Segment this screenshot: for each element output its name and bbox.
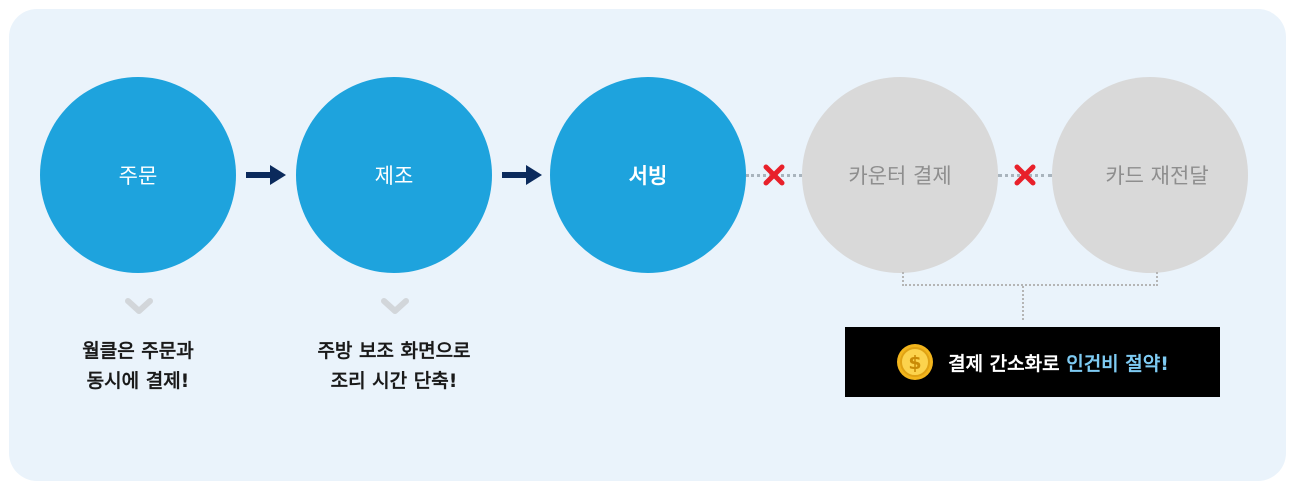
chevron-down-icon	[381, 298, 409, 314]
savings-highlight: 인건비 절약!	[1066, 352, 1169, 375]
order-note-line1: 월클은 주문과	[82, 340, 194, 362]
step-serve-label: 서빙	[628, 164, 668, 188]
step-order: 주문	[40, 77, 236, 273]
chevron-down-icon	[125, 298, 153, 314]
step-prepare-label: 제조	[374, 164, 414, 188]
svg-text:$: $	[908, 352, 921, 374]
right-arrow-icon	[246, 165, 286, 185]
x-mark-icon	[1014, 164, 1036, 186]
removed-steps-bracket	[902, 272, 1158, 286]
step-card-return-label: 카드 재전달	[1105, 164, 1209, 188]
step-prepare: 제조	[296, 77, 492, 273]
savings-text: 결제 간소화로 인건비 절약!	[948, 349, 1169, 376]
prepare-note-line1: 주방 보조 화면으로	[317, 340, 471, 362]
order-note-line2: 동시에 결제!	[86, 370, 190, 392]
savings-prefix: 결제 간소화로	[948, 352, 1067, 375]
step-counter-payment: 카운터 결제	[802, 77, 998, 273]
bracket-stem	[1022, 286, 1024, 320]
right-arrow-icon	[502, 165, 542, 185]
step-serve: 서빙	[550, 77, 746, 273]
step-card-return: 카드 재전달	[1052, 77, 1248, 273]
x-mark-icon	[763, 164, 785, 186]
step-counter-payment-label: 카운터 결제	[848, 164, 952, 188]
savings-callout: $ 결제 간소화로 인건비 절약!	[845, 327, 1220, 397]
prepare-note: 주방 보조 화면으로 조리 시간 단축!	[274, 336, 514, 396]
order-note: 월클은 주문과 동시에 결제!	[18, 336, 258, 396]
prepare-note-line2: 조리 시간 단축!	[330, 370, 458, 392]
dollar-coin-icon: $	[897, 344, 934, 380]
step-order-label: 주문	[118, 164, 158, 188]
